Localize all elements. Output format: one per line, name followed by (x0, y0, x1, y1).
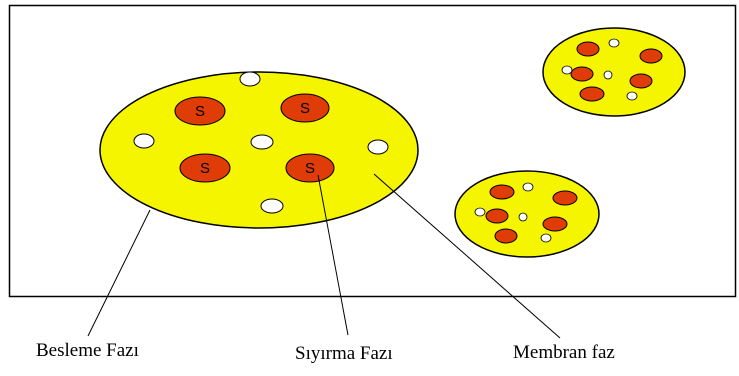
stripping-droplet (577, 42, 599, 56)
membrane-phase-label: Membran faz (513, 343, 615, 362)
stripping-droplet (495, 229, 517, 243)
stripping-droplet (571, 67, 593, 81)
small-emulsion-globule-top (543, 28, 685, 116)
large-emulsion-globule: S S S S (100, 72, 418, 228)
feed-droplet (251, 135, 273, 149)
stripping-droplet: S (180, 154, 230, 182)
droplet-letter: S (300, 100, 310, 117)
feed-droplet (134, 134, 154, 148)
feed-droplet (475, 208, 485, 216)
stripping-droplet (553, 191, 577, 205)
stripping-droplet (486, 209, 508, 223)
feed-droplet (562, 66, 572, 74)
feed-droplet (240, 72, 260, 86)
feed-phase-label: Besleme Fazı (36, 341, 139, 360)
stripping-droplet: S (281, 94, 329, 122)
feed-droplet (541, 234, 551, 242)
stripping-droplet (640, 49, 662, 63)
stripping-droplet: S (175, 97, 225, 125)
stripping-droplet (543, 217, 567, 231)
feed-droplet (523, 183, 533, 191)
feed-droplet (609, 39, 619, 47)
feed-droplet (604, 71, 612, 79)
droplet-letter: S (305, 160, 315, 177)
stripping-droplet (580, 87, 604, 101)
feed-droplet (261, 199, 283, 213)
feed-droplet (368, 140, 388, 154)
droplet-letter: S (200, 160, 210, 177)
stripping-droplet (490, 185, 514, 199)
feed-droplet (519, 213, 527, 221)
stripping-droplet (630, 74, 652, 88)
droplet-letter: S (195, 103, 205, 120)
feed-droplet (627, 92, 637, 100)
small-emulsion-globule-bottom (455, 171, 599, 257)
stripping-droplet: S (286, 154, 334, 182)
stripping-phase-label: Sıyırma Fazı (295, 344, 393, 363)
